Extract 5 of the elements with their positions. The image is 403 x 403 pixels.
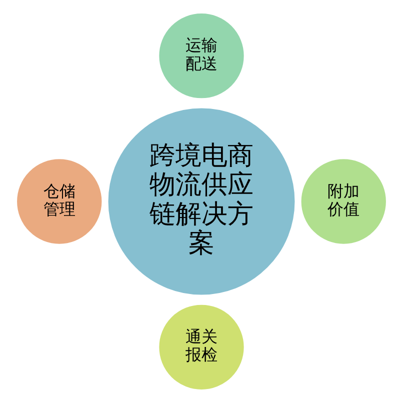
node-circle: 运输配送	[157, 12, 246, 100]
node-circle: 跨境电商物流供应链解决方案	[106, 106, 297, 297]
node-circle: 附加价值	[299, 157, 388, 246]
node-circle: 通关报检	[157, 302, 246, 392]
node-circle: 仓储管理	[15, 157, 104, 246]
